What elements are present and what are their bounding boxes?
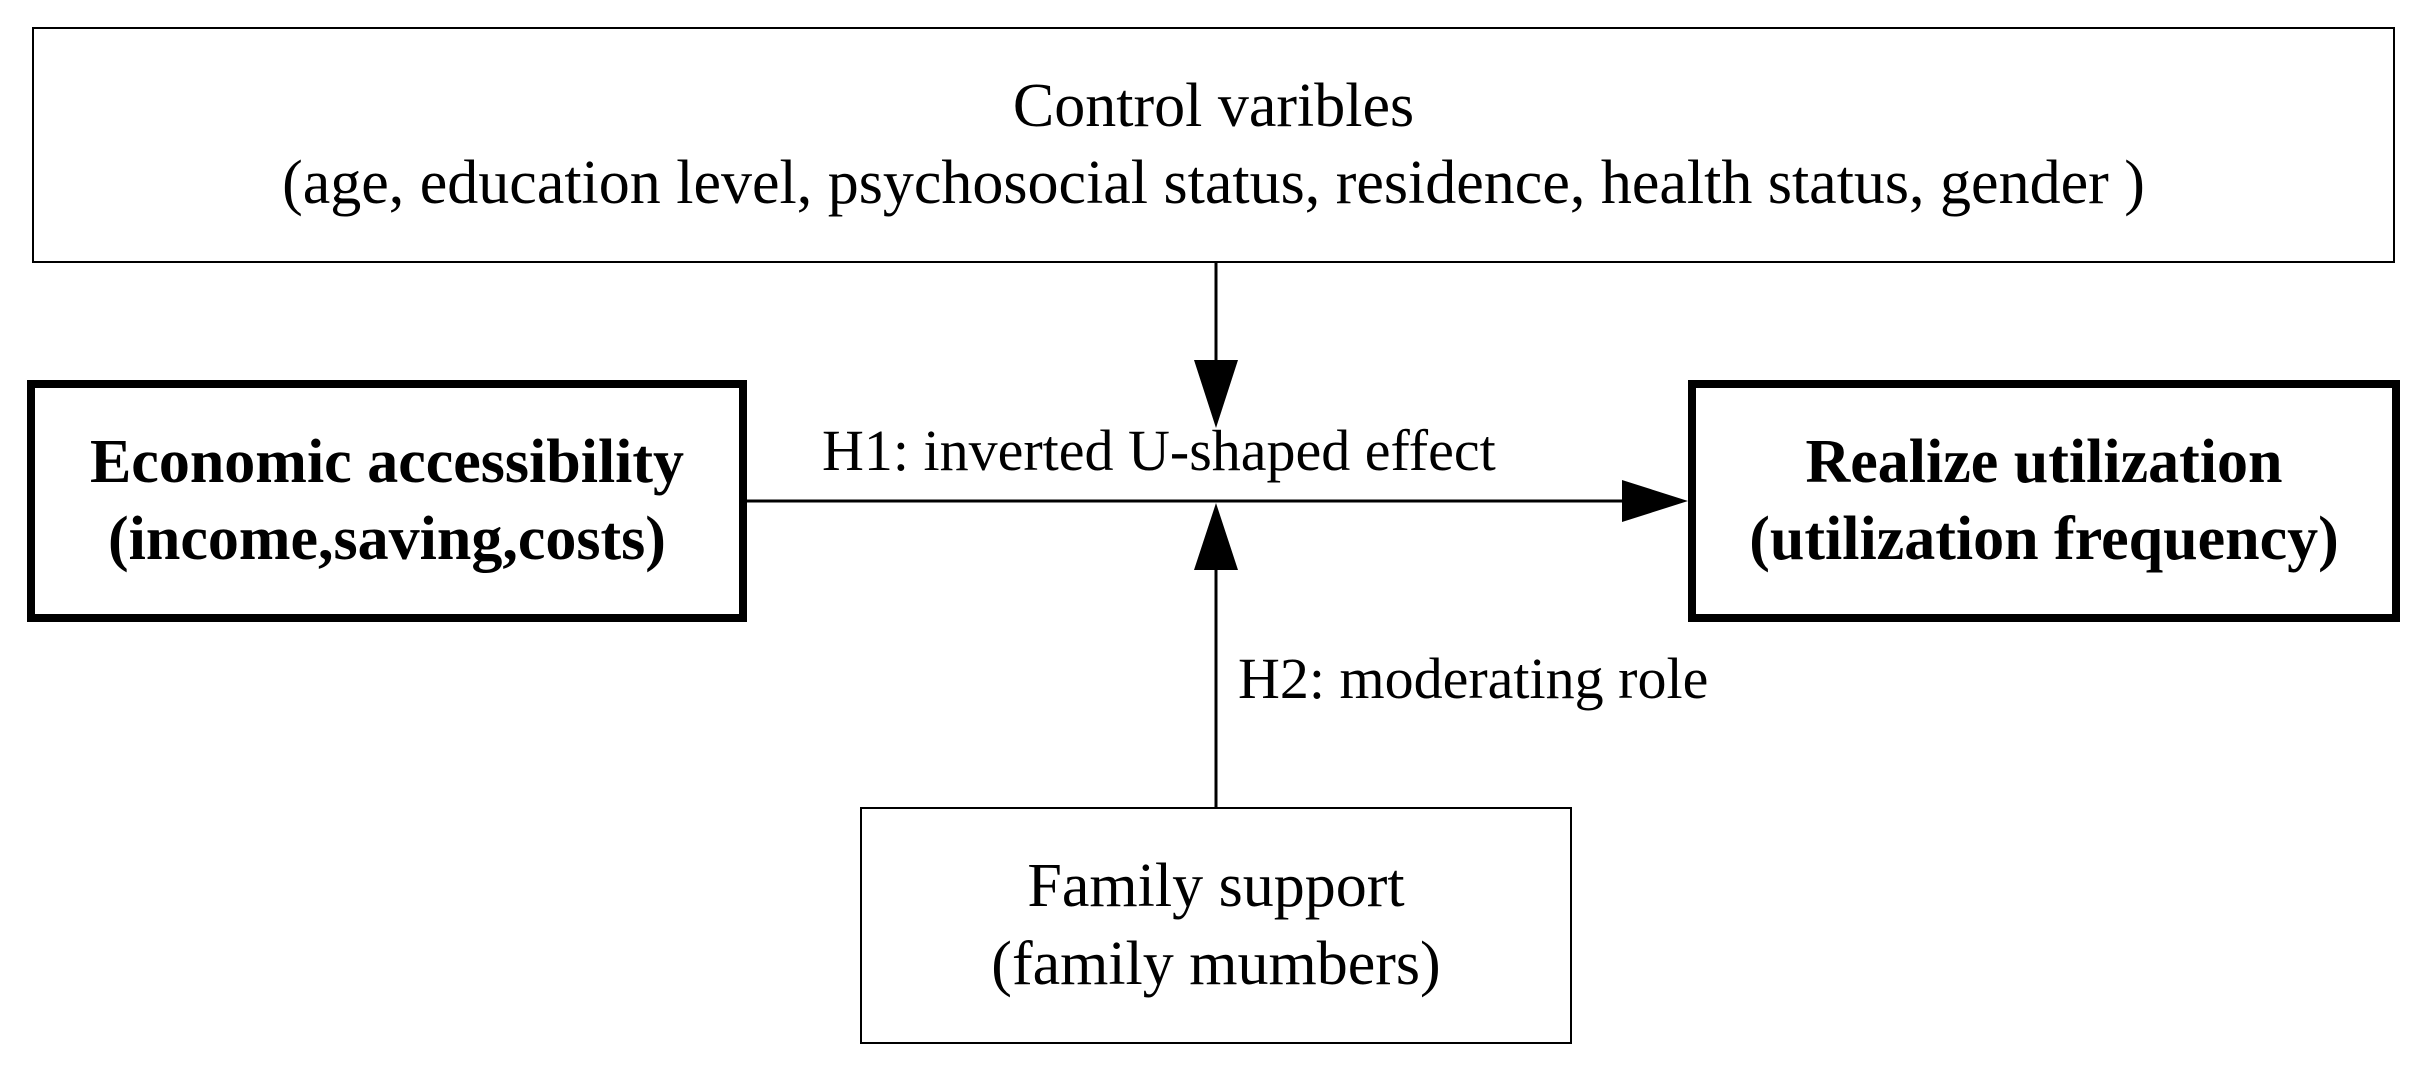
h1-label: H1: inverted U-shaped effect [822, 418, 1496, 483]
control-variables-title: Control varibles [1012, 71, 1415, 140]
economic-accessibility-box: Economic accessibility (income,saving,co… [27, 380, 747, 622]
control-variables-detail: (age, education level, psychosocial stat… [282, 149, 2145, 217]
control-variables-box: Control varibles (age, education level, … [32, 27, 2395, 263]
family-support-title: Family support [1027, 852, 1405, 920]
family-support-box: Family support (family mumbers) [860, 807, 1572, 1044]
realize-utilization-box: Realize utilization (utilization frequen… [1688, 380, 2400, 622]
family-support-detail: (family mumbers) [991, 929, 1441, 998]
economic-accessibility-detail: (income,saving,costs) [108, 505, 666, 573]
realize-utilization-detail: (utilization frequency) [1749, 505, 2339, 573]
h2-label: H2: moderating role [1238, 646, 1709, 711]
realize-utilization-title: Realize utilization [1805, 427, 2283, 496]
family-arrowhead [1194, 503, 1238, 570]
h1-arrowhead [1622, 480, 1688, 522]
economic-accessibility-title: Economic accessibility [89, 427, 685, 496]
